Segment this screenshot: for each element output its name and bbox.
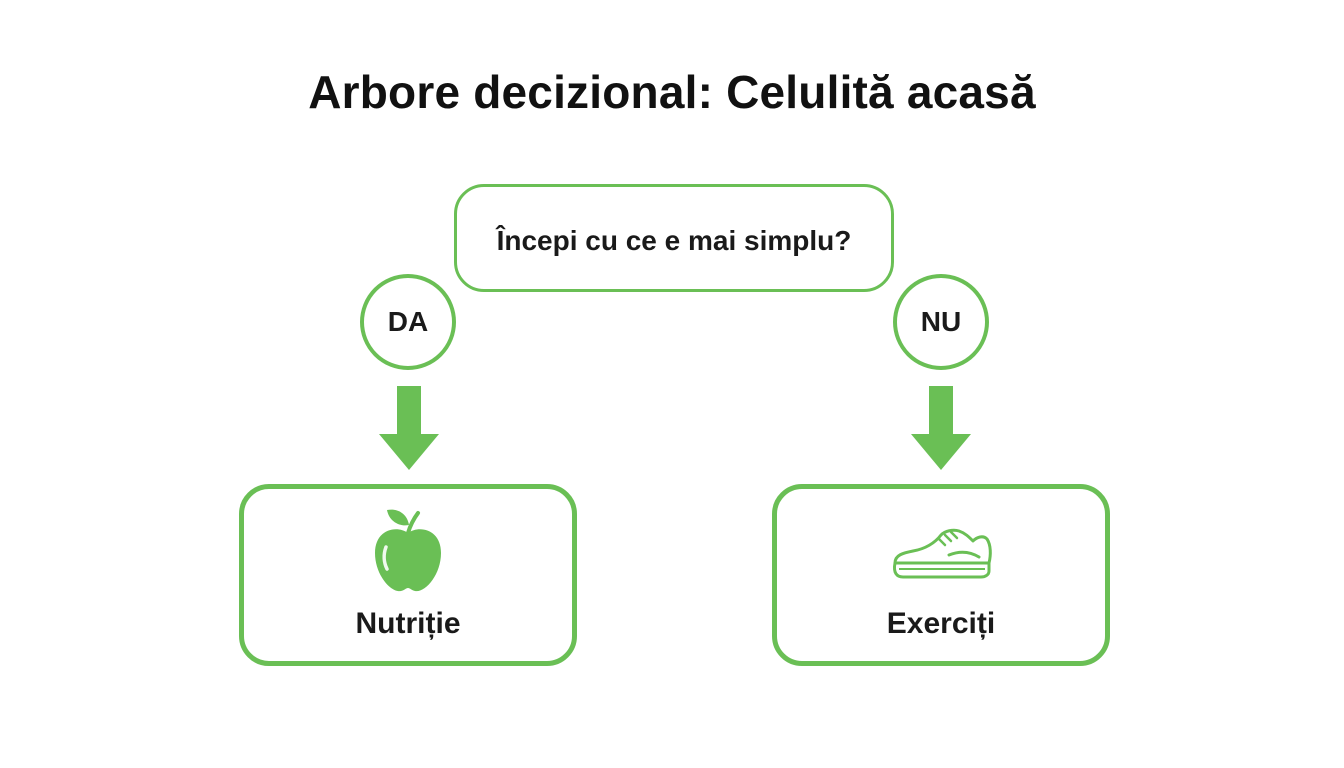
answer-no-node: NU <box>893 274 989 370</box>
sneaker-icon <box>893 528 992 579</box>
outcome-nutrition-node: Nutriție <box>239 484 577 666</box>
answer-yes-node: DA <box>360 274 456 370</box>
outcome-nutrition-label: Nutriție <box>355 607 461 640</box>
outcome-exercise-node: Exerciți <box>772 484 1110 666</box>
question-node: Începi cu ce e mai simplu? <box>454 184 894 292</box>
apple-icon <box>375 509 441 592</box>
arrow-down-icon <box>911 386 971 470</box>
outcome-exercise-label: Exerciți <box>886 607 996 640</box>
arrow-down-icon <box>379 386 439 470</box>
question-text: Începi cu ce e mai simplu? <box>496 225 852 256</box>
diagram-title: Arbore decizional: Celulită acasă <box>308 66 1036 118</box>
